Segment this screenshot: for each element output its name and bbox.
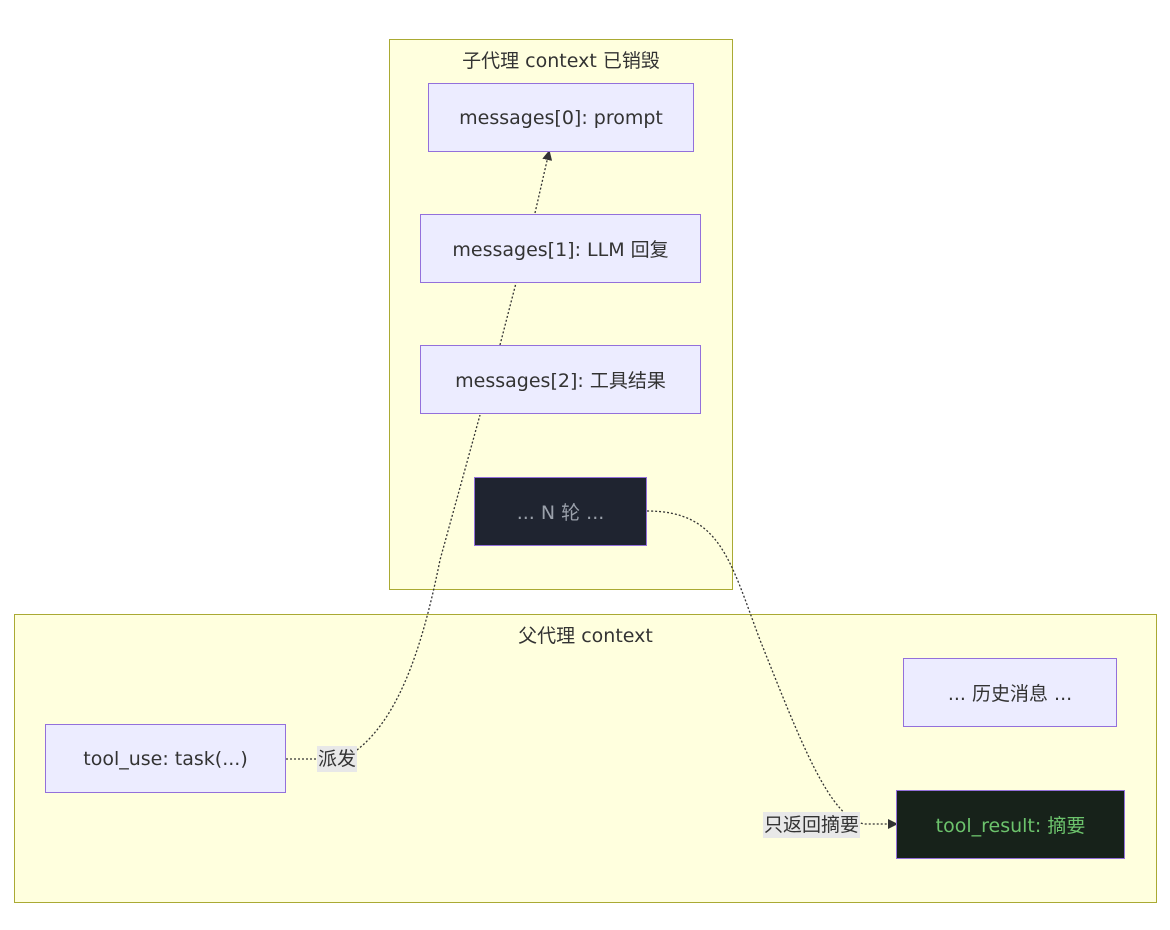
message-0-node: messages[0]: prompt <box>428 83 694 152</box>
tool-use-node: tool_use: task(...) <box>45 724 286 793</box>
subagent-context-title: 子代理 context 已销毁 <box>462 50 660 72</box>
rounds-node: ... N 轮 ... <box>474 477 647 546</box>
rounds-label: ... N 轮 ... <box>516 502 605 524</box>
message-1-node: messages[1]: LLM 回复 <box>420 214 701 283</box>
history-label: ... 历史消息 ... <box>947 683 1073 705</box>
tool-use-label: tool_use: task(...) <box>83 747 248 770</box>
message-1-label: messages[1]: LLM 回复 <box>452 239 669 261</box>
dispatch-edge-label: 派发 <box>317 746 358 772</box>
message-0-label: messages[0]: prompt <box>459 106 663 129</box>
return-edge <box>646 510 898 829</box>
return-edge-label: 只返回摘要 <box>763 812 861 838</box>
message-2-node: messages[2]: 工具结果 <box>420 345 701 414</box>
tool-result-label: tool_result: 摘要 <box>935 815 1086 837</box>
message-2-label: messages[2]: 工具结果 <box>455 370 666 392</box>
dispatch-edge <box>286 152 549 760</box>
parent-context-title: 父代理 context <box>518 625 653 647</box>
history-node: ... 历史消息 ... <box>903 658 1117 727</box>
tool-result-node: tool_result: 摘要 <box>896 790 1125 859</box>
